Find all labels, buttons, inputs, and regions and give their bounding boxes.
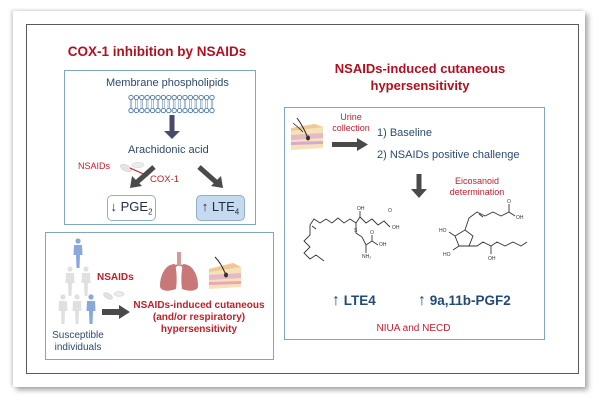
up-arrow-2: ↑ <box>418 292 426 309</box>
susceptibility-box <box>45 232 274 360</box>
skin-icon <box>209 256 241 289</box>
pgf2-oh-label: OH <box>488 256 496 262</box>
lte4-nh2-label: NH₂ <box>362 254 371 260</box>
niua-necd-label: NIUA and NECD <box>376 323 451 334</box>
lte4-name: LTE4 <box>343 293 376 308</box>
pgf2-acid-oh-label: OH <box>516 215 524 221</box>
increase-arrow: ↑ <box>201 199 209 214</box>
phospholipid-bilayer-icon <box>128 94 215 114</box>
pge2-decrease-badge: ↓ PGE2 <box>107 195 156 221</box>
lte4-oh-label: OH <box>357 206 365 212</box>
susceptible-label-line2: individuals <box>54 342 102 353</box>
susceptible-label-line1: Susceptible <box>52 330 104 341</box>
lte4-s-label: S <box>354 228 358 234</box>
pgf2-ho-bottom-label: HO <box>443 252 451 258</box>
lte4-o2-label: O <box>370 230 374 236</box>
membrane-phospholipids-label: Membrane phospholipids <box>106 77 229 89</box>
pgf2-o-label: O <box>507 199 511 205</box>
lte4-acid-oh-label: OH <box>392 225 400 231</box>
population-icon <box>58 238 96 324</box>
arachidonic-acid-label: Arachidonic acid <box>128 144 209 156</box>
right-arrow-icon-2 <box>332 138 368 151</box>
pills-icon <box>120 162 145 173</box>
down-arrow-icon <box>164 115 180 139</box>
study-design-box <box>284 107 545 340</box>
pgf2-structure: O OH HO HO OH <box>439 199 528 262</box>
lte4-increase-label: ↑ LTE4 <box>332 292 376 310</box>
outcome-line1: NSAIDs-induced cutaneous <box>133 300 265 311</box>
step-nsaids-challenge: 2) NSAIDs positive challenge <box>377 149 520 161</box>
down-arrow-icon-2 <box>411 174 427 198</box>
arrow-to-pge2-icon <box>130 165 156 188</box>
lte4-increase-badge: ↑ LTE4 <box>196 195 245 221</box>
up-arrow: ↑ <box>332 292 340 309</box>
step-baseline: 1) Baseline <box>377 127 433 139</box>
decrease-arrow: ↓ <box>110 199 117 214</box>
lte4-structure: OH O OH S O OH NH₂ <box>303 206 400 262</box>
pge2-label: PGE <box>120 199 149 214</box>
pills-icon-2 <box>103 291 125 300</box>
urine-label-line1: Urine <box>340 112 362 122</box>
lte4-label: LTE <box>211 199 235 214</box>
lungs-icon <box>160 252 198 291</box>
arrow-to-lte4-icon <box>197 165 223 188</box>
right-arrow-icon <box>102 305 130 319</box>
cox1-label: COX-1 <box>150 174 180 185</box>
nsaids-label-2: NSAIDs <box>97 272 134 283</box>
pgf2-name: 9a,11b-PGF2 <box>429 293 511 308</box>
urine-label-line2: collection <box>332 123 370 133</box>
nsaids-label: NSAIDs <box>78 161 111 171</box>
left-panel-title: COX-1 inhibition by NSAIDs <box>67 44 247 59</box>
pge2-subscript: 2 <box>148 207 153 217</box>
pgf2-ho-top-label: HO <box>439 228 447 234</box>
eicosanoid-label-line1: Eicosanoid <box>454 176 500 186</box>
lte4-oh2-label: OH <box>379 242 387 248</box>
lte4-o-label: O <box>388 208 392 214</box>
outcome-line3: hypersensitivity <box>160 324 238 335</box>
right-panel-title-line2: hypersensitivity <box>370 78 470 93</box>
right-panel-title-line1: NSAIDs-induced cutaneous <box>334 61 506 76</box>
pgf2-increase-label: ↑ 9a,11b-PGF2 <box>418 292 511 310</box>
eicosanoid-label-line2: determination <box>449 187 505 197</box>
outcome-line2: (and/or respiratory) <box>152 312 246 323</box>
skin-icon-2 <box>291 117 323 150</box>
lte4-subscript: 4 <box>234 207 240 217</box>
